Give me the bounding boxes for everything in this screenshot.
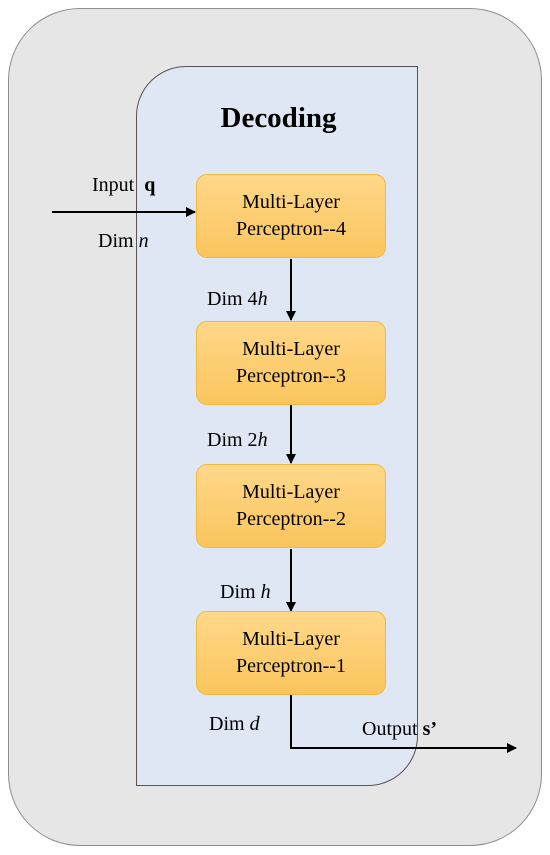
dim-label-2h: Dim 2h [207, 429, 268, 451]
dim-label-4h: Dim 4h [207, 288, 268, 310]
output-label: Output s’ [362, 718, 438, 740]
input-label: Input q [92, 174, 156, 196]
dim-label-h: Dim h [220, 581, 271, 603]
panel-title: Decoding [220, 102, 337, 134]
input-dim-label: Dim n [98, 230, 149, 252]
dim-label-d: Dim d [209, 713, 260, 735]
output-arrow [290, 695, 517, 753]
